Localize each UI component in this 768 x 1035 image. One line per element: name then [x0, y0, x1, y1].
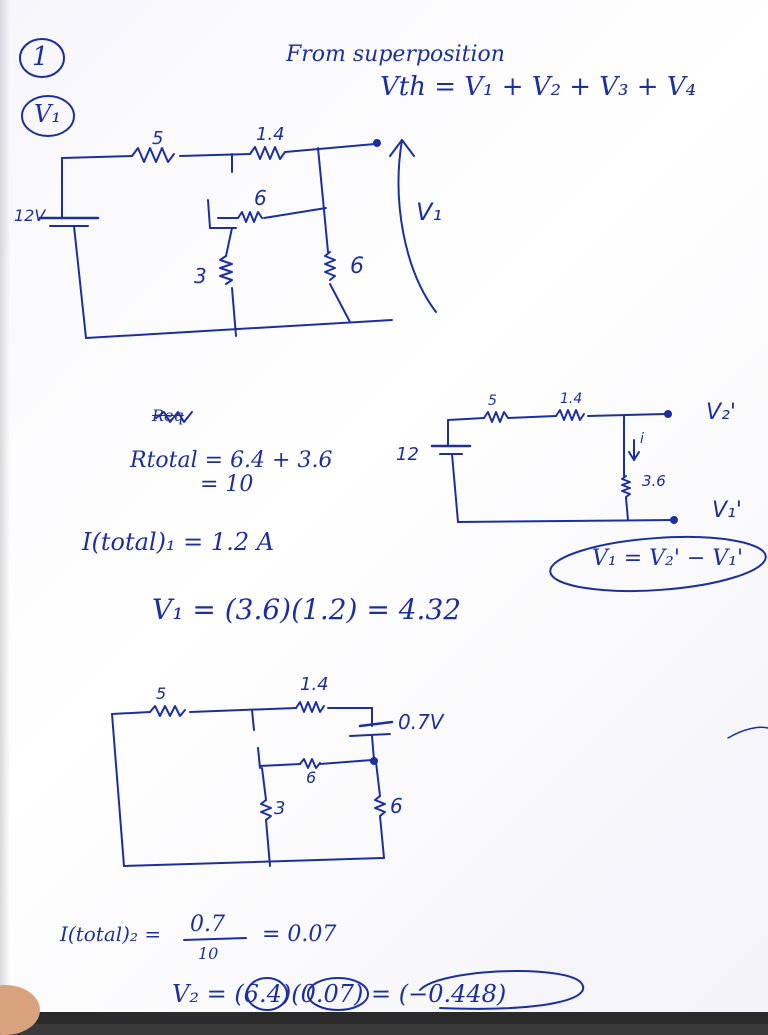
part-label: V₁ [34, 100, 61, 128]
c2-source-label: 12 [396, 444, 419, 465]
c3-r-middle-label: 6 [306, 768, 317, 787]
resistor-5-c2-zigzag [483, 411, 509, 423]
circuit-3-schematic [111, 701, 394, 867]
c1-r-right-branch-label: 6 [350, 254, 364, 279]
c3-r-left-label: 5 [156, 684, 167, 703]
v2-result-enclosure [419, 970, 585, 1010]
c1-r-top-label: 1.4 [256, 124, 285, 145]
v2-circle-1 [246, 977, 288, 1011]
resistor-6-right-c3-zigzag [374, 795, 386, 817]
c3-r-left-branch-label: 3 [274, 798, 286, 819]
c2-current-label: i [640, 431, 644, 447]
i-total-2-result: = 0.07 [262, 922, 337, 947]
resistor-5-zigzag [131, 147, 175, 163]
question-number: 1 [32, 42, 49, 72]
c3-r-right-branch-label: 6 [390, 794, 403, 818]
c2-r-shunt-label: 3.6 [642, 472, 666, 490]
circuit-1-schematic [38, 139, 437, 339]
resistor-6-mid-c3-zigzag [299, 758, 321, 769]
c1-source-label: 12V [14, 206, 46, 225]
resistor-6-mid-zigzag [237, 211, 263, 223]
i-total-2-prefix: I(total)₂ = [60, 922, 162, 946]
resistor-1p4-c2-zigzag [555, 409, 585, 421]
c1-output-label: V₁ [416, 198, 443, 226]
c2-bottom-node-label: V₁' [712, 498, 742, 523]
c3-source-label: 0.7V [398, 710, 444, 734]
part-label-circle [21, 95, 75, 137]
c2-top-node-label: V₂' [706, 400, 736, 425]
page-edge-shadow [0, 0, 10, 1024]
fraction-bar [183, 937, 247, 941]
c3-r-top-label: 1.4 [300, 674, 329, 695]
resistor-3-zigzag [219, 255, 233, 285]
resistor-1p4-c3-zigzag [295, 701, 325, 713]
thevenin-equation: Vth = V₁ + V₂ + V₃ + V₄ [380, 72, 697, 102]
v2-line: V₂ = (6.4)(0.07) = (−0.448) [172, 980, 507, 1008]
relation-ellipse [549, 535, 767, 593]
circuit-2-schematic [430, 409, 767, 593]
fraction-numerator: 0.7 [190, 912, 225, 937]
c1-r-middle-label: 6 [254, 186, 267, 210]
page-bottom-edge [0, 1012, 768, 1024]
resistor-5-c3-zigzag [149, 705, 186, 717]
resistor-6-right-zigzag [324, 251, 336, 281]
i-total-1-line: I(total)₁ = 1.2 A [82, 528, 275, 556]
fraction-denominator: 10 [198, 944, 219, 963]
question-number-circle [19, 38, 65, 78]
method-title: From superposition [286, 42, 505, 67]
output-arrow-1 [397, 139, 437, 313]
scribble-out [155, 411, 193, 423]
r-total-result: = 10 [200, 472, 254, 497]
c1-r-left-label: 5 [152, 128, 164, 149]
v1-line: V₁ = (3.6)(1.2) = 4.32 [152, 593, 462, 626]
resistor-1p4-zigzag [249, 146, 286, 160]
crossed-out-req: Req [152, 406, 184, 425]
r-total-line: Rtotal = 6.4 + 3.6 [130, 448, 333, 473]
c1-r-left-branch-label: 3 [194, 264, 207, 288]
resistor-3-c3-zigzag [260, 799, 272, 821]
resistor-3p6-zigzag [621, 475, 631, 498]
c2-r-left-label: 5 [488, 393, 497, 409]
c2-relation: V₁ = V₂' − V₁' [592, 546, 744, 571]
c2-r-top-label: 1.4 [560, 391, 583, 407]
v2-circle-2 [307, 977, 369, 1011]
